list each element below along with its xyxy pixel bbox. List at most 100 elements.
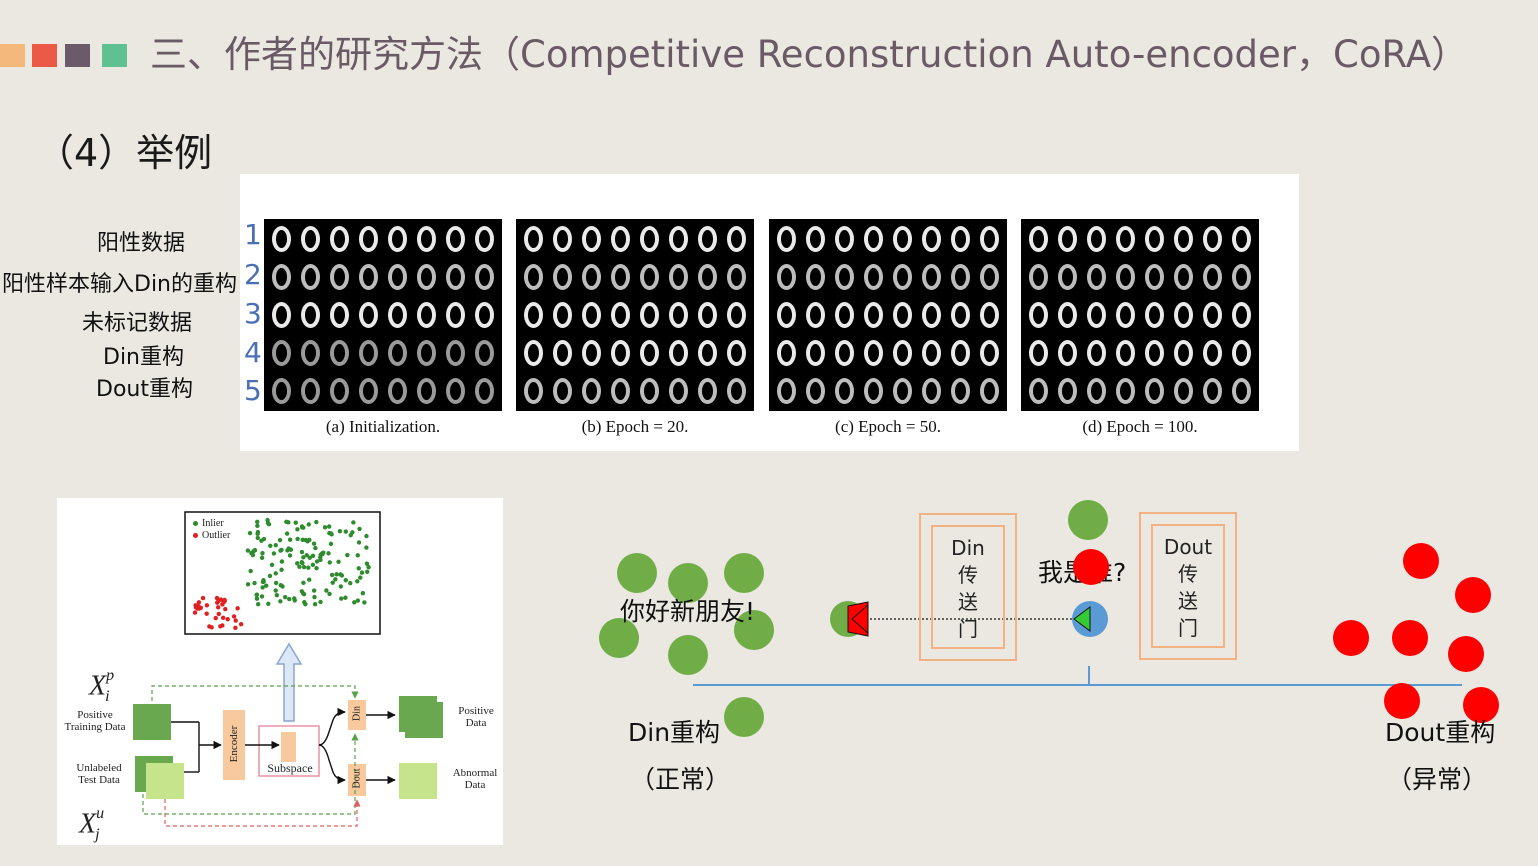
digit-glyph: [806, 264, 825, 290]
digit-glyph: [475, 340, 494, 366]
digit-glyph: [922, 264, 941, 290]
row-label-unlabeled-data: 未标记数据: [82, 311, 193, 336]
digit-glyph: [893, 302, 912, 328]
inlier-point: [345, 552, 350, 558]
inlier-point: [364, 545, 369, 550]
digit-glyph: [777, 302, 796, 328]
digit-glyph: [524, 226, 543, 252]
outlier-point: [214, 595, 220, 601]
digit-glyph: [698, 302, 717, 328]
digit-glyph: [669, 340, 688, 366]
inlier-point: [279, 559, 285, 564]
dout-portal-inner: [1151, 524, 1225, 648]
dout-portal-char-2: 送: [1178, 589, 1198, 613]
digit-glyph: [864, 340, 883, 366]
panel-epoch-20: [516, 219, 754, 411]
digit-glyph: [611, 264, 630, 290]
inlier-point: [273, 571, 278, 576]
inlier-point: [273, 542, 278, 548]
inlier-point: [318, 557, 323, 563]
digit-glyph: [611, 340, 630, 366]
digit-glyph: [893, 340, 912, 366]
accent-square-3: [65, 44, 90, 67]
din-portal-char-2: 送: [958, 590, 978, 614]
inlier-point: [366, 564, 371, 570]
digit-glyph: [475, 264, 494, 290]
outlier-point: [220, 615, 226, 621]
inlier-point: [328, 541, 334, 547]
panel-epoch-100: [1021, 219, 1259, 411]
inlier-point: [252, 580, 257, 586]
din-portal-title: Din: [951, 536, 985, 560]
caption-epoch-50: (c) Epoch = 50.: [835, 417, 941, 436]
inlier-point: [293, 520, 298, 525]
digit-glyph: [1203, 340, 1222, 366]
digit-glyph: [864, 302, 883, 328]
digit-glyph: [417, 264, 436, 290]
digit-glyph: [1087, 302, 1106, 328]
digit-glyph: [727, 378, 746, 404]
digit-glyph: [835, 226, 854, 252]
digit-glyph: [1029, 340, 1048, 366]
inlier-point: [260, 550, 265, 556]
inlier-point: [307, 577, 312, 582]
digit-glyph: [1203, 226, 1222, 252]
inlier-point: [301, 591, 306, 596]
digit-glyph: [980, 340, 999, 366]
normal-circle: [617, 553, 657, 593]
outlier-point: [204, 603, 210, 608]
inlier-point: [301, 580, 306, 586]
dout-portal-char-3: 门: [1178, 616, 1198, 640]
inlier-point: [260, 585, 265, 590]
digit-glyph: [1145, 226, 1164, 252]
inlier-point: [343, 529, 349, 534]
digit-glyph: [777, 378, 796, 404]
inlier-point: [329, 572, 335, 578]
inlier-point: [330, 580, 335, 585]
digit-glyph: [922, 340, 941, 366]
row-number-3: 3: [244, 297, 262, 330]
digit-glyph: [582, 226, 601, 252]
inlier-point: [318, 599, 323, 605]
outlier-point: [207, 624, 212, 629]
inlier-point: [278, 582, 283, 588]
digit-glyph: [388, 226, 407, 252]
normal-circle: [724, 553, 764, 593]
legend-inlier: Inlier: [193, 518, 224, 529]
digit-glyph: [359, 340, 378, 366]
digit-glyph: [893, 378, 912, 404]
digit-glyph: [1058, 340, 1077, 366]
digit-glyph: [1145, 340, 1164, 366]
digit-glyph: [1058, 378, 1077, 404]
digit-glyph: [330, 302, 349, 328]
inlier-point: [261, 578, 266, 583]
label-xp: Xpi: [89, 666, 114, 711]
digit-glyph: [417, 302, 436, 328]
inlier-point: [312, 594, 317, 600]
digit-glyph: [922, 378, 941, 404]
inlier-point: [259, 594, 265, 599]
inlier-point: [248, 568, 253, 574]
outlier-point: [225, 617, 230, 622]
inlier-point: [273, 580, 279, 586]
inlier-point: [255, 519, 260, 524]
digit-glyph: [1203, 302, 1222, 328]
digit-glyph: [611, 226, 630, 252]
digit-glyph: [1174, 340, 1193, 366]
digit-glyph: [611, 302, 630, 328]
inlier-point: [286, 520, 291, 525]
inlier-point: [284, 531, 290, 536]
digit-glyph: [951, 340, 970, 366]
digit-glyph: [893, 226, 912, 252]
panel-initialization: [264, 219, 502, 411]
row-label-dout-recon: Dout重构: [96, 377, 193, 402]
inlier-point: [326, 524, 332, 529]
inlier-point: [343, 577, 348, 583]
row-number-4: 4: [244, 336, 262, 369]
inlier-point: [255, 535, 260, 541]
inlier-point: [329, 532, 334, 537]
abnormal-circle: [1392, 620, 1428, 656]
inlier-point: [255, 529, 261, 535]
section-subtitle: （4）举例: [36, 131, 213, 175]
inlier-point: [282, 594, 288, 600]
